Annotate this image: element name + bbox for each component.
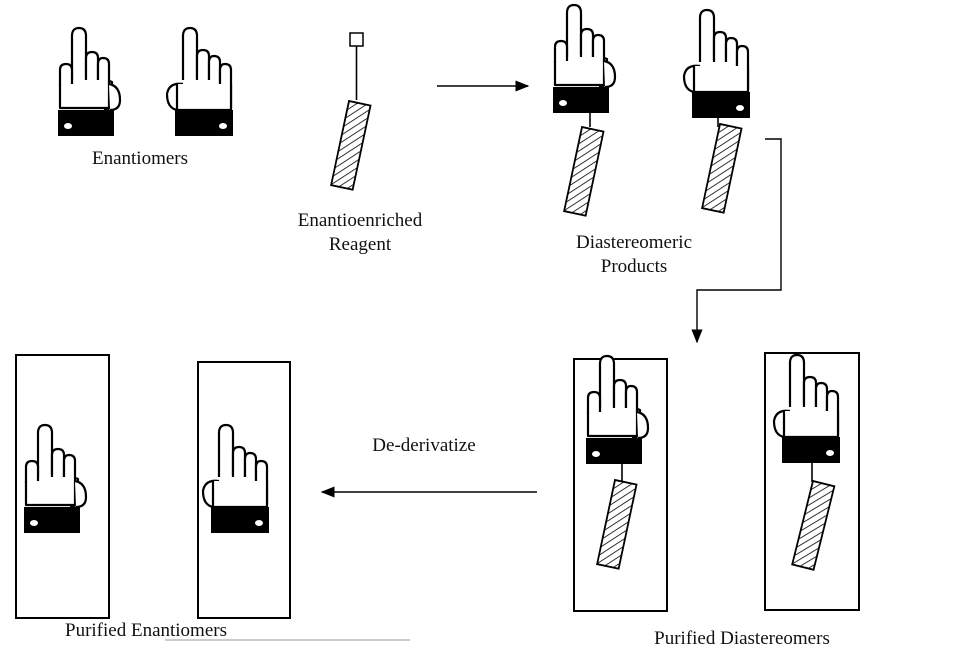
diastereomer-hand-left-icon — [584, 354, 650, 466]
reagent-group: Enantioenriched Reagent — [298, 32, 423, 255]
diastereomer-hand-right-icon — [772, 353, 842, 465]
enantiomer-box-left — [15, 354, 110, 619]
diastereomer-box-left — [573, 358, 668, 612]
reagent-bar-icon — [330, 100, 372, 191]
diastereomer-box-right — [764, 352, 860, 611]
purified-diastereomers-label: Purified Diastereomers — [654, 628, 830, 649]
purified-enantiomers-group: Purified Enantiomers — [15, 354, 410, 641]
enantiomer-box-right — [197, 361, 291, 619]
left-hand-icon — [56, 26, 122, 138]
bent-arrow-icon — [691, 138, 782, 344]
diastereomeric-label-line1: Diastereomeric — [576, 232, 692, 253]
right-hand-icon — [165, 26, 235, 138]
product-hand-right-icon — [682, 8, 752, 120]
purified-diastereomers-group: Purified Diastereomers — [573, 352, 860, 649]
reagent-label-line1: Enantioenriched — [298, 210, 423, 231]
reagent-label-line2: Reagent — [329, 234, 392, 255]
enantiomer-hand-left-icon — [22, 423, 88, 535]
product-bar-left-icon — [563, 126, 605, 217]
reagent-handle-icon — [349, 32, 364, 47]
diastereomer-bar-right-icon — [791, 480, 836, 571]
enantiomers-group: Enantiomers — [56, 26, 235, 169]
diastereomeric-label-line2: Products — [601, 256, 668, 277]
dederivatize-label: De-derivatize — [372, 435, 475, 456]
enantiomers-label: Enantiomers — [92, 148, 188, 169]
product-bar-right-icon — [701, 123, 743, 214]
diastereomeric-products-group: Diastereomeric Products — [551, 3, 752, 277]
product-hand-left-icon — [551, 3, 617, 115]
enantiomer-hand-right-icon — [201, 423, 271, 535]
purified-enantiomers-label: Purified Enantiomers — [65, 620, 227, 641]
diastereomer-bar-left-icon — [596, 479, 638, 570]
